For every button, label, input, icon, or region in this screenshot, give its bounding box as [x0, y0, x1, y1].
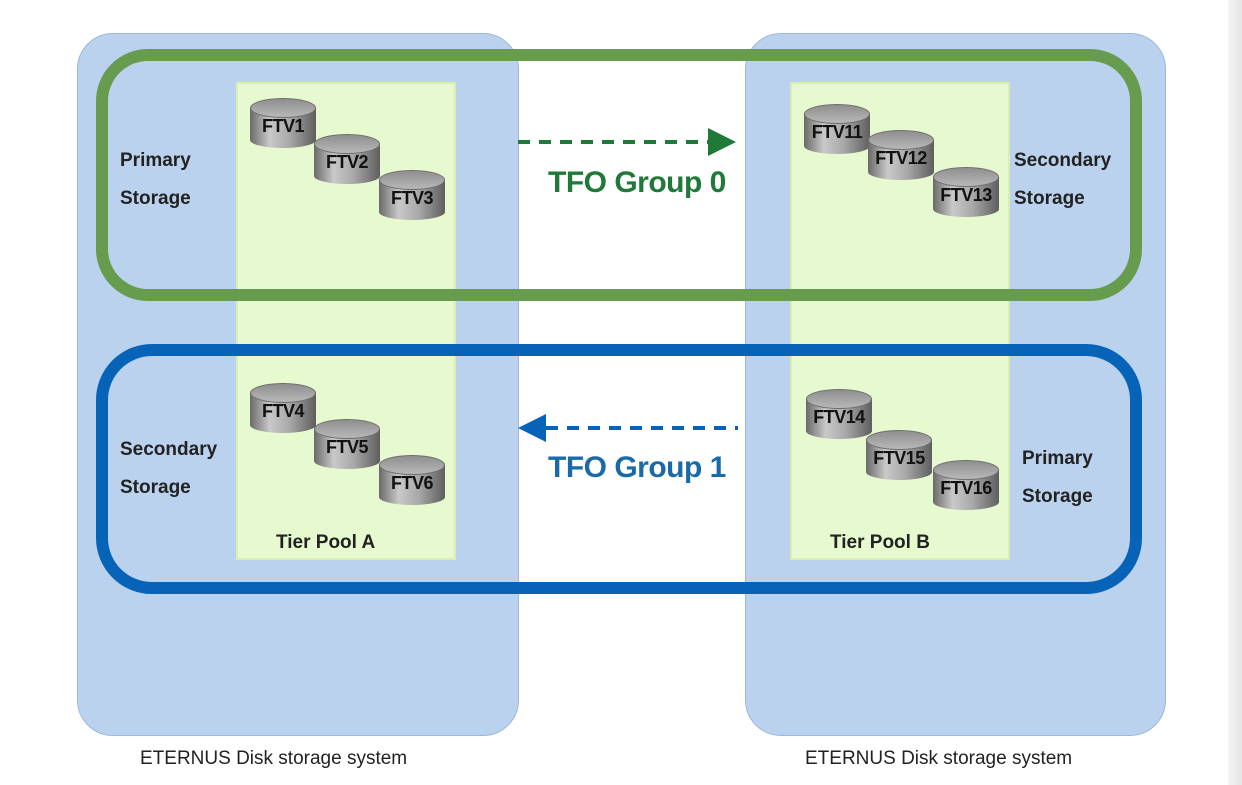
disk-cylinder-icon: FTV2 [314, 132, 380, 190]
disk-cylinder-icon: FTV15 [866, 428, 932, 486]
tfo-group-0-outline [96, 49, 1142, 301]
tfo-group-1-outline [96, 344, 1142, 594]
page-edge [1228, 0, 1242, 785]
disk-cylinder-icon: FTV3 [379, 168, 445, 226]
tier-pool-a-label: Tier Pool A [276, 532, 376, 553]
tfo-group-1-label: TFO Group 1 [548, 451, 726, 484]
disk-cylinder-icon: FTV5 [314, 417, 380, 475]
dashed-arrow-icon-left [518, 414, 738, 442]
disk-cylinder-icon: FTV6 [379, 453, 445, 511]
disk-cylinder-icon: FTV1 [250, 96, 316, 154]
group1-left-role: Secondary Storage [120, 439, 218, 498]
tfo-group-0-label: TFO Group 0 [548, 166, 726, 199]
group1-right-role: Primary Storage [1022, 448, 1093, 507]
disk-cylinder-icon: FTV4 [250, 381, 316, 439]
disk-cylinder-icon: FTV14 [806, 387, 872, 445]
tier-pool-b-label: Tier Pool B [830, 532, 930, 553]
dashed-arrow-icon-right [518, 128, 736, 156]
group0-left-role: Primary Storage [120, 150, 191, 209]
disk-cylinder-icon: FTV12 [868, 128, 934, 186]
disk-cylinder-icon: FTV16 [933, 458, 999, 516]
group0-right-role: Secondary Storage [1014, 150, 1112, 209]
disk-cylinder-icon: FTV13 [933, 165, 999, 223]
disk-cylinder-icon: FTV11 [804, 102, 870, 160]
storage-system-left-caption: ETERNUS Disk storage system [140, 748, 408, 769]
storage-system-right-caption: ETERNUS Disk storage system [805, 748, 1073, 769]
